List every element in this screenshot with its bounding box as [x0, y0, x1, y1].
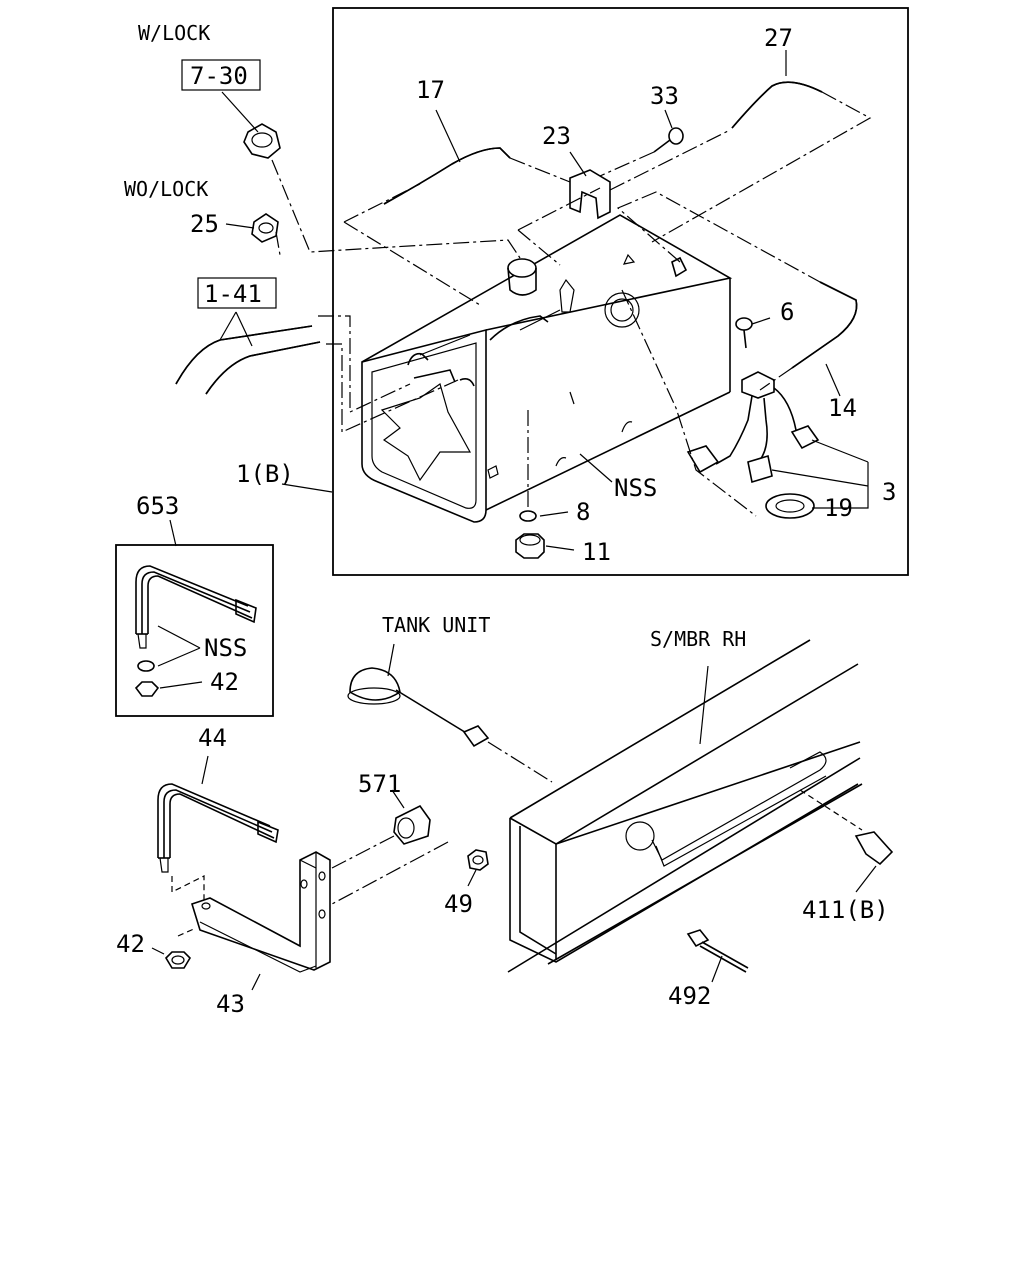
cable-tie-492 [686, 929, 749, 983]
note-s-mbr-rh: S/MBR RH [650, 627, 746, 651]
callout-43: 43 [216, 990, 245, 1018]
callout-8: 8 [576, 498, 590, 526]
assembly-centerlines [271, 91, 872, 517]
screw-33 [653, 127, 684, 153]
callout-653: 653 [136, 492, 179, 520]
callout-42-kit: 42 [210, 668, 239, 696]
tank-assembly-frame [332, 7, 909, 576]
callout-42-bracket: 42 [116, 930, 145, 958]
callout-44: 44 [198, 724, 227, 752]
tank-unit [347, 643, 553, 783]
callout-25: 25 [190, 210, 219, 238]
washer-8 [519, 510, 537, 522]
ref-box-7-30 [181, 59, 261, 91]
fuel-cap-with-lock [243, 123, 281, 159]
strap-44 [157, 755, 279, 904]
callout-3: 3 [882, 478, 896, 506]
note-nss-tank: NSS [614, 474, 657, 502]
kit-653-frame [115, 544, 274, 717]
callout-49: 49 [444, 890, 473, 918]
note-wo-lock: WO/LOCK [124, 177, 208, 201]
clip-411b [854, 831, 894, 893]
hose-17 [383, 147, 511, 205]
fuel-cap-25 [251, 213, 279, 243]
note-nss-kit: NSS [204, 634, 247, 662]
callout-14: 14 [828, 394, 857, 422]
bracket-23 [569, 169, 611, 220]
callout-571: 571 [358, 770, 401, 798]
note-w-lock: W/LOCK [138, 21, 210, 45]
strap-kit-653 [134, 519, 257, 697]
callout-1b: 1(B) [236, 460, 294, 488]
hose-27 [731, 81, 823, 129]
callout-23: 23 [542, 122, 571, 150]
callout-411b: 411(B) [802, 896, 889, 924]
filler-hoses-1-41 [175, 325, 321, 395]
callout-11: 11 [582, 538, 611, 566]
callout-19: 19 [824, 494, 853, 522]
ref-7-30: 7-30 [190, 62, 248, 90]
flange-nut-42 [151, 947, 192, 969]
gasket-19 [765, 493, 815, 519]
callout-33: 33 [650, 82, 679, 110]
ref-1-41: 1-41 [204, 280, 262, 308]
callout-17: 17 [416, 76, 445, 104]
callout-leaders [219, 50, 869, 551]
side-member-rh [507, 639, 863, 973]
nut-49 [331, 841, 489, 905]
sender-harness-3 [686, 371, 820, 484]
bracket-43 [177, 851, 331, 991]
callout-27: 27 [764, 24, 793, 52]
nut-11 [515, 533, 545, 559]
callout-6: 6 [780, 298, 794, 326]
screw-6 [735, 317, 753, 349]
bushing-571 [331, 789, 431, 869]
fuel-tank [361, 214, 733, 523]
ref-box-1-41 [197, 277, 277, 309]
note-tank-unit: TANK UNIT [382, 613, 490, 637]
callout-492: 492 [668, 982, 711, 1010]
